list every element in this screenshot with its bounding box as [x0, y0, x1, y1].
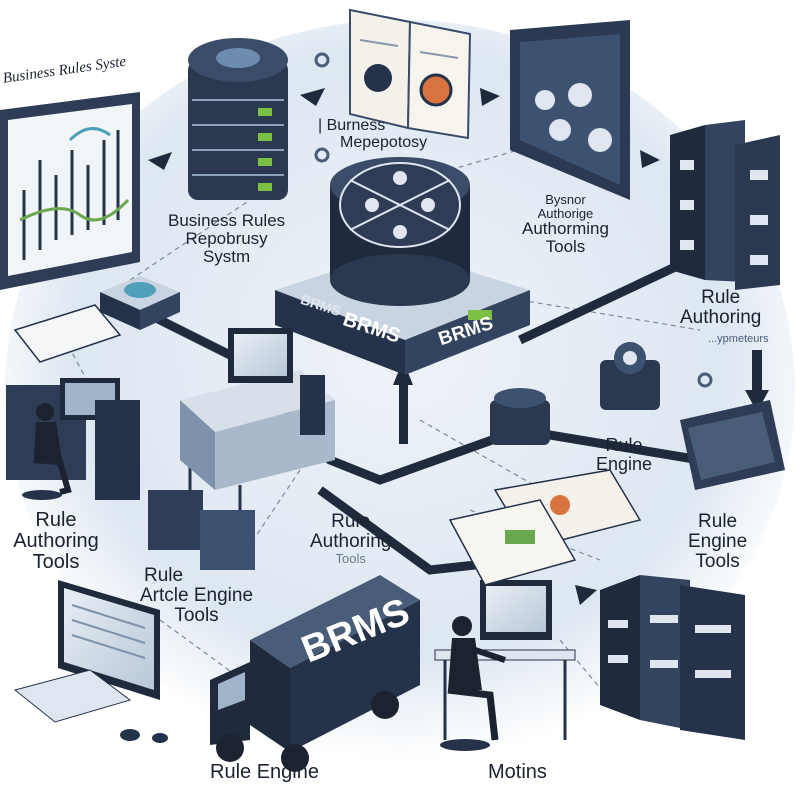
rule-authoring-right-sublabel: ...ypmeteurs — [708, 333, 769, 345]
person-at-desk-icon — [6, 378, 576, 751]
workstation-desk-icon — [75, 328, 335, 490]
rule-article-engine-label: Rule Artcle Engine Tools — [140, 565, 254, 626]
rule-authoring-center-label: Rule Authoring Tools — [310, 511, 392, 566]
document-panels-icon — [349, 8, 472, 140]
rule-engine-mid-label: Rule Engine — [596, 435, 653, 474]
server-rack-icon — [670, 120, 780, 290]
rule-engine-tools-right-label: Rule Engine Tools — [688, 511, 748, 572]
rule-authoring-right-label: Rule Authoring — [680, 287, 762, 328]
server-cluster-icon — [600, 400, 785, 740]
repository-system-label: Business Rules Repobrusy Systm — [168, 211, 286, 266]
repository-top-label: | Burness Mepepotosy — [318, 117, 428, 151]
control-panel-icon — [510, 20, 630, 200]
brms-hub-icon — [275, 157, 530, 375]
rule-authoring-left-label: Rule Authoring Tools — [13, 509, 99, 573]
authoring-tools-top-label: Bysnor Authorige Authorming Tools — [522, 192, 609, 257]
monitor-dashboard-icon — [0, 92, 140, 290]
database-stack-icon — [188, 38, 288, 200]
router-device-icon — [100, 276, 660, 570]
flowchart-document-icon — [13, 304, 642, 586]
delivery-truck-icon — [210, 575, 420, 772]
motins-label: Motins — [488, 761, 547, 783]
rule-engine-bottom-label: Rule Engine — [210, 761, 319, 783]
computer-monitor-icon — [13, 580, 168, 743]
gear-icon — [314, 52, 713, 388]
